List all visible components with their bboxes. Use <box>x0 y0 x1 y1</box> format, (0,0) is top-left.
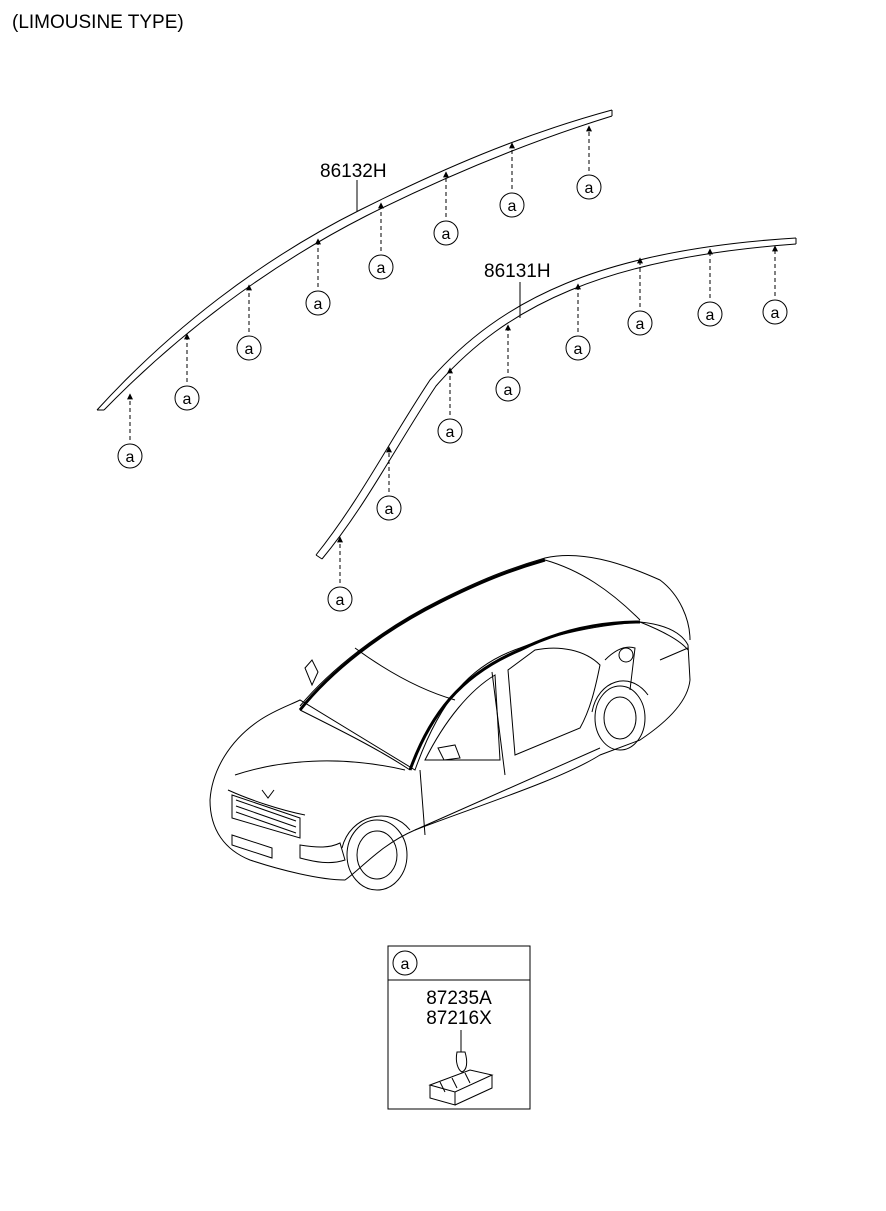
svg-text:a: a <box>183 391 192 408</box>
clip-callout: a <box>433 171 459 246</box>
svg-text:a: a <box>336 592 345 609</box>
clip-callout: a <box>495 324 521 402</box>
left-roof-molding <box>96 109 613 411</box>
svg-text:a: a <box>446 424 455 441</box>
clip-callout: a <box>368 202 394 280</box>
svg-text:a: a <box>636 316 645 333</box>
clip-callout: a <box>327 536 353 612</box>
svg-text:a: a <box>245 341 254 358</box>
clip-callout: a <box>762 245 788 325</box>
svg-text:a: a <box>771 305 780 322</box>
clip-callout: a <box>174 333 200 411</box>
svg-text:a: a <box>585 180 594 197</box>
svg-text:a: a <box>574 341 583 358</box>
svg-text:a: a <box>504 382 513 399</box>
legend-part-number: 87216X <box>426 1008 492 1029</box>
clip-callout: a <box>499 142 525 218</box>
clip-callout: a <box>576 125 602 200</box>
clip-callout: a <box>697 248 723 327</box>
legend-part-number: 87235A <box>426 988 492 1009</box>
legend-box: a 87235A 87216X <box>387 945 531 1110</box>
svg-text:a: a <box>385 501 394 518</box>
clip-callout: a <box>236 284 262 361</box>
clip-callout: a <box>437 367 463 444</box>
right-roof-molding <box>315 237 797 560</box>
clip-sketch-icon <box>428 1030 494 1106</box>
clip-callout: a <box>117 393 143 469</box>
car-illustration <box>209 555 691 891</box>
svg-text:a: a <box>126 449 135 466</box>
part-label-86131H: 86131H <box>484 261 551 282</box>
svg-text:a: a <box>508 198 517 215</box>
clip-callout: a <box>565 283 591 361</box>
svg-text:a: a <box>314 296 323 313</box>
svg-text:a: a <box>442 226 451 243</box>
diagram-title: (LIMOUSINE TYPE) <box>12 12 184 33</box>
legend-key: a <box>401 956 410 973</box>
svg-text:a: a <box>377 260 386 277</box>
clip-callout: a <box>376 446 402 521</box>
clip-callout: a <box>305 238 331 316</box>
clip-callout: a <box>627 257 653 336</box>
part-label-86132H: 86132H <box>320 161 387 182</box>
svg-text:a: a <box>706 307 715 324</box>
